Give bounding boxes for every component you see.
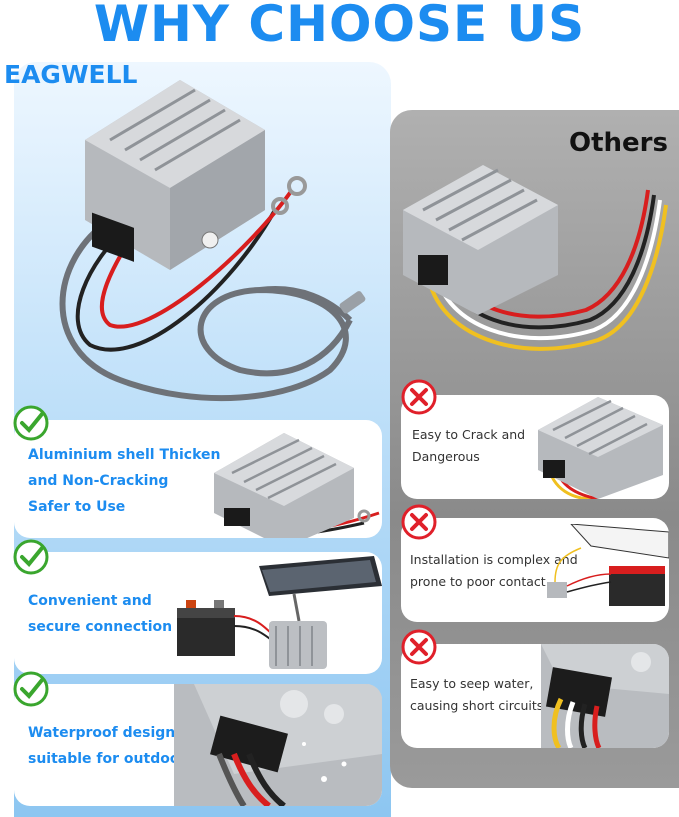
feature-line: Safer to Use bbox=[28, 499, 126, 515]
issue-line: Easy to seep water, bbox=[410, 676, 534, 691]
eagwell-converter-image bbox=[59, 80, 366, 402]
issue-line: causing short circuits bbox=[410, 698, 544, 713]
issue-card-crack: Easy to Crack and Dangerous bbox=[401, 395, 669, 499]
feature-line: suitable for outdoor use bbox=[28, 751, 220, 767]
issue-line: Installation is complex and bbox=[410, 552, 578, 567]
aluminium-shell-image bbox=[214, 433, 380, 538]
issue-card-installation: Installation is complex and prone to poo… bbox=[401, 518, 669, 622]
check-icon bbox=[13, 539, 49, 575]
feature-text-waterproof: Waterproof design, suitable for outdoor … bbox=[28, 720, 219, 772]
complex-installation-image bbox=[547, 524, 669, 606]
issue-line: Dangerous bbox=[412, 449, 480, 464]
others-converter-image bbox=[403, 165, 668, 351]
feature-line: and Non-Cracking bbox=[28, 473, 169, 489]
feature-card-aluminium: Aluminium shell Thicken and Non-Cracking… bbox=[14, 420, 382, 538]
feature-line: Waterproof design, bbox=[28, 725, 181, 741]
others-label: Others bbox=[569, 128, 668, 158]
check-icon bbox=[13, 671, 49, 707]
issue-text-installation: Installation is complex and prone to poo… bbox=[410, 549, 578, 593]
feature-line: Aluminium shell Thicken bbox=[28, 447, 221, 463]
cross-icon bbox=[401, 504, 437, 540]
cross-icon bbox=[401, 379, 437, 415]
cross-icon bbox=[401, 629, 437, 665]
headline: WHY CHOOSE US bbox=[93, 0, 586, 53]
feature-text-aluminium: Aluminium shell Thicken and Non-Cracking… bbox=[28, 442, 220, 520]
feature-card-waterproof: Waterproof design, suitable for outdoor … bbox=[14, 684, 382, 806]
feature-card-connection: Convenient and secure connection bbox=[14, 552, 382, 674]
feature-text-connection: Convenient and secure connection bbox=[28, 588, 172, 640]
connection-diagram-image bbox=[177, 556, 382, 669]
waterproof-closeup-image bbox=[174, 684, 382, 806]
cracked-shell-image bbox=[538, 397, 663, 499]
brand-label: EAGWELL bbox=[4, 60, 138, 89]
feature-line: secure connection bbox=[28, 619, 173, 635]
issue-card-water: Easy to seep water, causing short circui… bbox=[401, 644, 669, 748]
check-icon bbox=[13, 405, 49, 441]
issue-line: prone to poor contact bbox=[410, 574, 546, 589]
issue-line: Easy to Crack and bbox=[412, 427, 526, 442]
feature-line: Convenient and bbox=[28, 593, 152, 609]
water-seep-closeup-image bbox=[541, 644, 669, 748]
issue-text-crack: Easy to Crack and Dangerous bbox=[412, 424, 525, 468]
issue-text-water: Easy to seep water, causing short circui… bbox=[410, 673, 543, 717]
